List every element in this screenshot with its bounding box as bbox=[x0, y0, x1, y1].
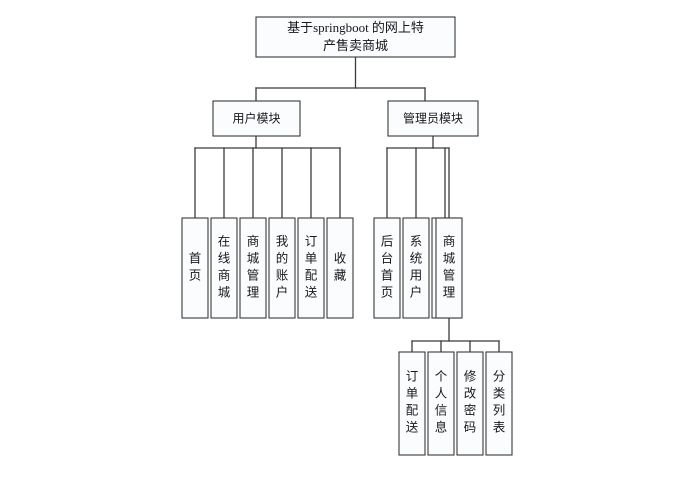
node-shop-child-1[interactable]: 订单配送 bbox=[398, 351, 426, 456]
node-shop-child-4-box[interactable] bbox=[485, 351, 513, 456]
node-root-box[interactable] bbox=[255, 16, 456, 58]
node-shop-child-1-label: 订单配送 bbox=[406, 369, 419, 434]
node-root-label-line1: 基于springboot 的网上特 bbox=[287, 20, 424, 35]
node-shop-child-4-label: 分类列表 bbox=[493, 369, 506, 434]
node-shop-child-2-box[interactable] bbox=[427, 351, 455, 456]
node-user-child-4[interactable]: 我的账户 bbox=[268, 217, 296, 319]
node-root-label-line2: 产售卖商城 bbox=[323, 38, 388, 53]
connector-layer bbox=[194, 56, 500, 353]
node-admin-child-4-box[interactable] bbox=[435, 217, 463, 319]
node-user-child-1-box[interactable] bbox=[181, 217, 209, 319]
node-admin-child-2-label: 系统用户 bbox=[410, 234, 423, 299]
node-admin-child-1[interactable]: 后台首页 bbox=[373, 217, 401, 319]
node-user-child-5[interactable]: 订单配送 bbox=[297, 217, 325, 319]
node-shop-child-3-box[interactable] bbox=[456, 351, 484, 456]
node-user-child-3[interactable]: 商城管理 bbox=[239, 217, 267, 319]
node-admin-child-4[interactable]: 商城管理 bbox=[435, 217, 463, 319]
node-admin-child-2[interactable]: 系统用户 bbox=[402, 217, 430, 319]
node-shop-child-3[interactable]: 修改密码 bbox=[456, 351, 484, 456]
node-admin-module[interactable]: 管理员模块 bbox=[387, 100, 479, 137]
node-user-child-3-label: 商城管理 bbox=[247, 233, 260, 299]
node-admin-child-2-box[interactable] bbox=[402, 217, 430, 319]
node-user-child-5-box[interactable] bbox=[297, 217, 325, 319]
node-user-child-2-box[interactable] bbox=[210, 217, 238, 319]
node-shop-child-2[interactable]: 个人信息 bbox=[427, 351, 455, 456]
node-admin-child-1-label: 后台首页 bbox=[381, 234, 394, 299]
node-shop-child-2-label: 个人信息 bbox=[435, 369, 448, 434]
node-admin-module-box[interactable] bbox=[387, 100, 479, 137]
node-user-module-box[interactable] bbox=[212, 100, 301, 137]
node-admin-child-1-box[interactable] bbox=[373, 217, 401, 319]
node-user-child-6[interactable]: 收藏 bbox=[326, 217, 354, 319]
node-user-module-label: 用户模块 bbox=[232, 110, 280, 125]
node-user-child-3-box[interactable] bbox=[239, 217, 267, 319]
node-user-child-1-label: 首页 bbox=[189, 251, 202, 282]
node-shop-child-1-box[interactable] bbox=[398, 351, 426, 456]
node-user-child-1[interactable]: 首页 bbox=[181, 217, 209, 319]
node-user-child-6-box[interactable] bbox=[326, 217, 354, 319]
node-shop-child-3-label: 修改密码 bbox=[464, 368, 477, 434]
node-user-child-6-label: 收藏 bbox=[334, 251, 347, 282]
node-user-module[interactable]: 用户模块 bbox=[212, 100, 301, 137]
node-user-child-5-label: 订单配送 bbox=[305, 234, 318, 299]
node-shop-child-4[interactable]: 分类列表 bbox=[485, 351, 513, 456]
node-user-child-4-label: 我的账户 bbox=[276, 234, 289, 299]
node-user-child-2[interactable]: 在线商城 bbox=[210, 217, 238, 319]
node-user-child-2-label: 在线商城 bbox=[218, 234, 231, 299]
node-root[interactable]: 基于springboot 的网上特 产售卖商城 bbox=[255, 16, 456, 58]
node-admin-child-4-label: 商城管理 bbox=[443, 233, 456, 299]
node-admin-module-label: 管理员模块 bbox=[403, 110, 463, 125]
node-user-child-4-box[interactable] bbox=[268, 217, 296, 319]
